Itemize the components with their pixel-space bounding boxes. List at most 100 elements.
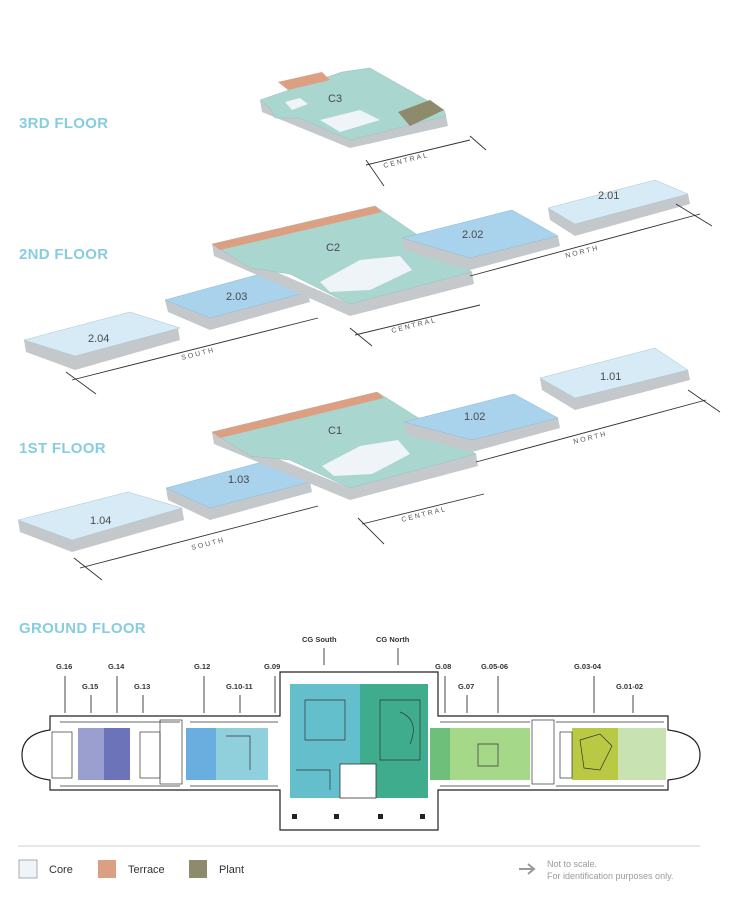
c2-terrace — [212, 206, 382, 250]
gf-label-g03-04: G.03-04 — [574, 662, 602, 671]
unit-2-01-label: 2.01 — [598, 190, 619, 202]
ground-floor: GROUND FLOOR CG South CG North G.16 G.15… — [18, 620, 701, 847]
first-floor: 1ST FLOOR 1.04 1.03 C1 1.02 1.01 SOUTH C… — [17, 347, 721, 581]
unit-1-03-side — [166, 482, 312, 520]
central-dimension-line-2 — [354, 304, 481, 336]
unit-c1-side — [212, 432, 478, 500]
room-g08 — [430, 728, 450, 780]
gf-internal-walls — [51, 699, 664, 790]
room-g14 — [104, 728, 130, 780]
unit-1-04-side — [18, 508, 184, 552]
legend-core-swatch — [18, 859, 38, 879]
unit-1-01 — [539, 347, 689, 399]
note-line-2: For identification purposes only. — [547, 871, 673, 881]
legend-plant-swatch — [189, 860, 207, 878]
legend: Core Terrace Plant Not to scale. For ide… — [18, 859, 673, 881]
gf-label-cg-south: CG South — [302, 635, 337, 644]
gf-label-g13: G.13 — [134, 682, 150, 691]
central-core — [339, 763, 377, 799]
unit-2-03-side — [165, 292, 310, 330]
central-wing-label-2: CENTRAL — [391, 317, 438, 335]
note-line-1: Not to scale. — [547, 859, 597, 869]
arrow-icon — [519, 863, 536, 875]
dim-tick — [73, 557, 103, 581]
unit-1-02-label: 1.02 — [464, 411, 485, 423]
unit-c2-label: C2 — [326, 242, 340, 254]
south-wing-label-1: SOUTH — [191, 537, 226, 552]
gf-label-g09: G.09 — [264, 662, 280, 671]
unit-c2-side — [212, 244, 474, 316]
unit-2-01-side — [548, 194, 690, 236]
north-dimension-line-1 — [475, 399, 707, 463]
unit-2-02-label: 2.02 — [462, 229, 483, 241]
dim-tick — [469, 135, 487, 151]
central-dimension-line-3 — [365, 139, 471, 166]
unit-1-02 — [403, 393, 559, 441]
unit-1-04 — [17, 491, 183, 541]
dim-tick — [675, 203, 713, 227]
gf-label-g05-06: G.05-06 — [481, 662, 508, 671]
unit-1-02-side — [404, 418, 560, 452]
gf-label-g10-11: G.10-11 — [226, 682, 253, 691]
unit-1-01-label: 1.01 — [600, 371, 621, 383]
dim-tick — [687, 389, 721, 413]
gf-label-g15: G.15 — [82, 682, 98, 691]
legend-core-label: Core — [49, 864, 73, 876]
unit-2-04 — [23, 311, 181, 357]
south-wing-label-2: SOUTH — [181, 347, 216, 362]
unit-1-01-side — [540, 370, 690, 410]
dim-tick — [65, 371, 97, 395]
c3-slab-side — [260, 100, 448, 148]
legend-terrace-swatch — [98, 860, 116, 878]
central-wing-label-3: CENTRAL — [383, 152, 430, 170]
unit-1-03-label: 1.03 — [228, 474, 249, 486]
gf-label-g08: G.08 — [435, 662, 451, 671]
c3-core — [320, 110, 380, 132]
gf-label-g01-02: G.01-02 — [616, 682, 643, 691]
unit-2-01 — [547, 179, 689, 225]
unit-c1-label: C1 — [328, 425, 342, 437]
unit-2-02-side — [402, 236, 560, 270]
gf-label-g14: G.14 — [108, 662, 125, 671]
unit-2-02 — [401, 209, 559, 259]
gf-label-cg-north: CG North — [376, 635, 410, 644]
south-dimension-line-1 — [79, 505, 319, 569]
gf-columns — [292, 814, 425, 819]
c1-core — [322, 440, 410, 476]
dim-tick — [349, 327, 373, 347]
c3-core-2 — [285, 98, 308, 110]
unit-2-03-label: 2.03 — [226, 291, 247, 303]
third-floor: 3RD FLOOR C3 CENTRAL — [19, 67, 487, 187]
room-g10-11 — [216, 728, 268, 780]
north-wing-label-1: NORTH — [573, 431, 608, 446]
south-dimension-line-2 — [71, 317, 319, 381]
gf-label-g16: G.16 — [56, 662, 72, 671]
second-floor-title: 2ND FLOOR — [19, 246, 108, 263]
third-floor-title: 3RD FLOOR — [19, 115, 108, 132]
room-g01-02 — [618, 728, 666, 780]
dim-tick — [357, 517, 385, 545]
room-g15 — [78, 728, 104, 780]
c1-terrace — [212, 392, 384, 438]
first-floor-title: 1ST FLOOR — [19, 440, 106, 457]
legend-terrace-label: Terrace — [128, 864, 165, 876]
central-dimension-line-1 — [361, 493, 485, 525]
unit-2-04-label: 2.04 — [88, 333, 109, 345]
second-floor: 2ND FLOOR 2.04 2.03 C2 2.02 2.01 SOUTH C… — [19, 179, 713, 395]
room-g03-04 — [572, 728, 618, 780]
c3-unit — [259, 67, 447, 141]
c3-plant — [398, 100, 444, 126]
unit-1-04-label: 1.04 — [90, 515, 111, 527]
legend-plant-label: Plant — [219, 864, 244, 876]
room-g12 — [186, 728, 216, 780]
c3-terrace — [278, 72, 330, 90]
c2-core — [320, 256, 412, 292]
c3-label: C3 — [328, 93, 342, 105]
dim-tick — [365, 159, 385, 187]
gf-leader-lines — [64, 648, 634, 713]
north-dimension-line-2 — [469, 213, 701, 277]
room-g05-06 — [450, 728, 530, 780]
gf-label-g07: G.07 — [458, 682, 474, 691]
north-wing-label-2: NORTH — [565, 245, 600, 260]
